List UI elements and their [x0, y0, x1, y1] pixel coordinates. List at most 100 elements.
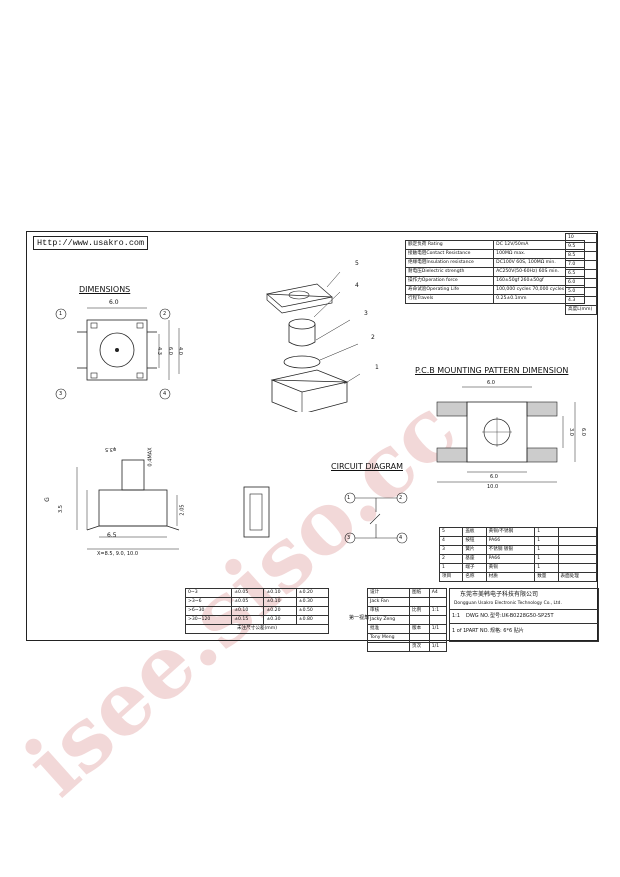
tol-cell-2-2: ±0.20 [263, 606, 297, 616]
dim-max: 0.4MAX [147, 447, 154, 467]
signoff-blank-a-2 [408, 633, 430, 643]
bom-cell-4-1: 端子 [462, 563, 487, 573]
tol-cell-1-2: ±0.10 [263, 597, 297, 607]
sheet-value: 1 of 1 [452, 628, 467, 634]
projection-label: 第一视角 [349, 615, 370, 621]
tol-cell-0-1: ±0.05 [231, 588, 265, 598]
signoff-name-0: Jack Fan [367, 597, 410, 607]
exploded-view-drawing [266, 271, 361, 412]
bom-header-4: 表面处理 [557, 572, 598, 582]
signoff-role-2: 批准 [367, 624, 410, 634]
signoff-value-1: 1:1 [428, 606, 448, 616]
bom-cell-4-3: 1 [534, 563, 559, 573]
pcb-title: P.C.B MOUNTING PATTERN DIMENSION [415, 366, 569, 375]
dim-phi: φ3.5 [105, 446, 117, 452]
spec-name-3: 耐电压Dielectric strength [404, 267, 495, 277]
signoff-label-0: 图纸 [408, 588, 430, 598]
bom-header-1: 名称 [462, 572, 487, 582]
part-callout-2: 2 [371, 334, 375, 341]
circuit-title: CIRCUIT DIAGRAM [331, 462, 403, 471]
signoff-blank-a-1 [408, 615, 430, 625]
bom-cell-3-1: 基座 [462, 554, 487, 564]
pin-label-2: 2 [163, 311, 167, 317]
pcb-dim-inner: 6.0 [490, 474, 498, 480]
signoff-label-3: 页次 [408, 642, 430, 652]
circuit-pin-2: 2 [399, 495, 403, 501]
drawing-sheet: Http://www.usakro.com DIMENSIONS 6.0 4.3… [26, 231, 599, 652]
circuit-diagram [243, 486, 408, 544]
bom-finish-3 [557, 554, 598, 564]
bom-finish-2 [557, 545, 598, 555]
part-callout-1: 1 [375, 364, 379, 371]
signoff-blank-b-2 [428, 633, 448, 643]
bom-header-0: 项目 [438, 572, 464, 582]
height-value-2: 8.5 [565, 251, 597, 261]
header-url[interactable]: Http://www.usakro.com [33, 236, 149, 250]
circuit-pin-4: 4 [399, 535, 403, 541]
spec-name-0: 额定负荷 Rating [404, 240, 495, 250]
bom-cell-0-2: 黄铜/不锈钢 [485, 527, 536, 537]
dimensions-title: DIMENSIONS [79, 285, 131, 294]
tol-cell-3-2: ±0.30 [263, 615, 297, 625]
signoff-value-3: 1/1 [428, 642, 448, 652]
tol-cell-0-0: 0~3 [184, 588, 233, 598]
part-number: 规格: 6*6 贴片 [490, 628, 524, 634]
pin-label-3: 3 [59, 391, 63, 397]
bom-cell-1-1: 按钮 [462, 536, 487, 546]
tol-cell-2-3: ±0.50 [295, 606, 330, 616]
signoff-blank-a-0 [408, 597, 430, 607]
bom-cell-2-2: 不锈钢 镀银 [485, 545, 536, 555]
tol-cell-2-0: >6~30 [184, 606, 233, 616]
pcb-dim-right-b: 6.0 [579, 428, 586, 436]
bom-header-2: 材质 [485, 572, 536, 582]
tol-cell-2-1: ±0.10 [231, 606, 265, 616]
height-value-6: 5.0 [565, 287, 597, 297]
spec-name-5: 寿命试验Operating Life [404, 285, 495, 295]
dim-g: G [43, 497, 51, 502]
bom-cell-2-3: 1 [534, 545, 559, 555]
pin-label-1: 1 [59, 311, 63, 317]
dim-top-width: 6.0 [109, 299, 119, 306]
company-name-cn: 东莞市美韩电子科技有限公司 [460, 591, 539, 598]
height-value-4: 6.5 [565, 269, 597, 279]
dwg-number: 型号:UK-B0228G50-SP25T [490, 613, 554, 619]
spec-name-6: 行程Travels [404, 294, 495, 304]
circuit-pin-1: 1 [347, 495, 351, 501]
company-name-en: Dongguan Usakro Electronic Technology Co… [454, 601, 562, 606]
part-callout-3: 3 [364, 310, 368, 317]
dim-side-a: 4.3 [155, 347, 162, 355]
pcb-dim-right-a: 3.0 [567, 428, 574, 436]
bom-cell-1-3: 1 [534, 536, 559, 546]
spec-name-2: 绝缘电阻Insulation resistance [404, 258, 495, 268]
tolerance-table: 0~3±0.05±0.10±0.20>3~6±0.05±0.10±0.30>6~… [184, 588, 330, 634]
bom-cell-3-3: 1 [534, 554, 559, 564]
height-footer: 高度L(mm) [565, 305, 597, 315]
dwg-label: DWG NO. [466, 613, 490, 619]
signoff-blank-b-1 [428, 615, 448, 625]
bom-cell-1-0: 4 [438, 536, 464, 546]
tol-cell-3-3: ±0.80 [295, 615, 330, 625]
part-callout-4: 4 [355, 282, 359, 289]
tol-cell-1-1: ±0.05 [231, 597, 265, 607]
height-value-7: 4.3 [565, 296, 597, 306]
dim-x-label: X=8.5, 9.0, 10.0 [97, 551, 139, 557]
signoff-value-2: 1/1 [428, 624, 448, 634]
bom-finish-1 [557, 536, 598, 546]
pcb-dim-top: 6.0 [487, 380, 495, 386]
signoff-name-1: Jacky Zeng [367, 615, 410, 625]
pcb-pattern-drawing [436, 386, 576, 483]
circuit-pin-3: 3 [347, 535, 351, 541]
signoff-role-0: 设计 [367, 588, 410, 598]
